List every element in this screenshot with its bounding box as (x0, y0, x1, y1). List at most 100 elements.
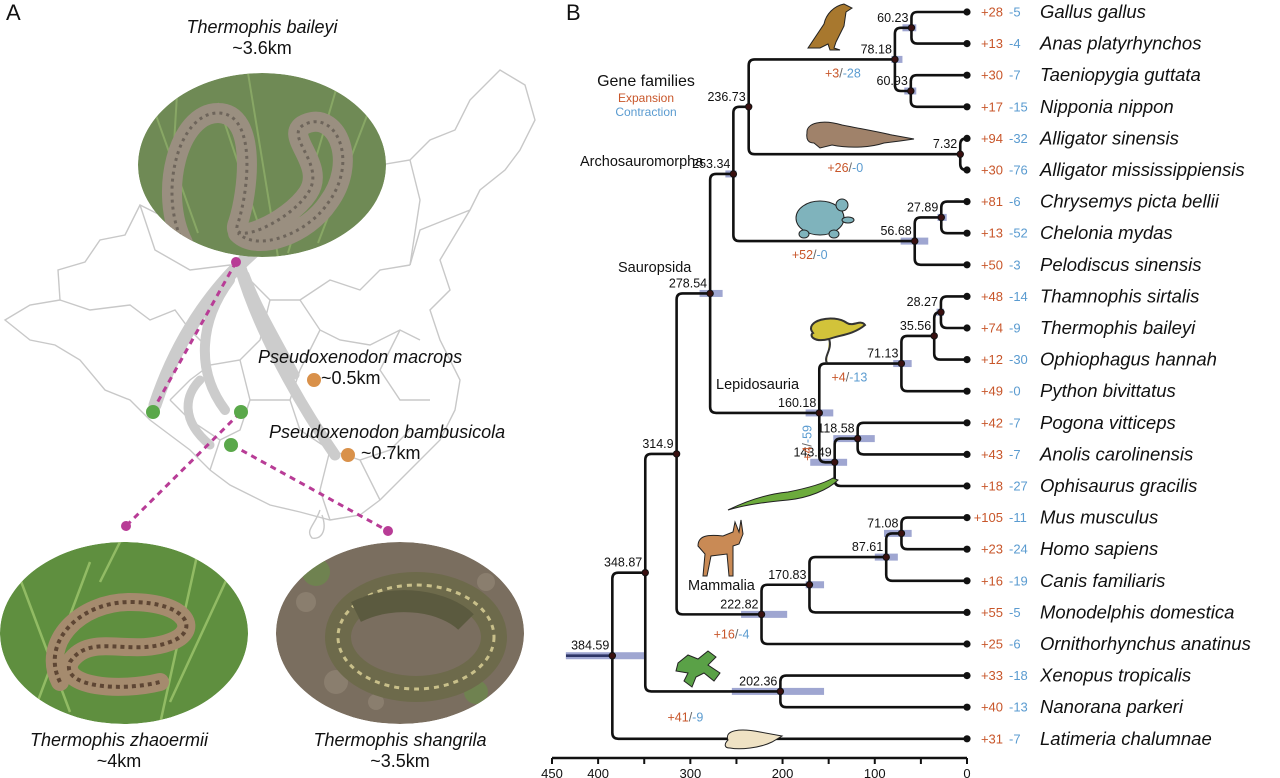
connector-end-dot (121, 521, 131, 531)
tree-node (930, 332, 938, 340)
tree-branch (856, 438, 967, 456)
tip-dot (963, 450, 971, 458)
tree-branch (643, 452, 677, 573)
tip-contraction: -5 (1009, 5, 1021, 20)
phylogenetic-tree: 60.2360.9378.187.32236.7327.8956.68253.3… (541, 1, 1251, 778)
tip-expansion: +43 (981, 447, 1003, 462)
deer-silhouette-icon (697, 519, 744, 577)
tip-species-name: Anas platyrhynchos (1039, 33, 1201, 54)
tip-expansion: +16 (981, 573, 1003, 588)
connector-lines (124, 261, 389, 533)
tree-node (641, 568, 649, 577)
gene-contraction-value: -0 (852, 161, 863, 175)
tree-node (853, 434, 862, 443)
tip-expansion: +50 (981, 257, 1003, 272)
gene-separator: / (800, 443, 814, 447)
tree-branch (909, 91, 967, 109)
node-age-label: 56.68 (880, 224, 911, 238)
gene-label-lizards: +4/-59 (800, 425, 814, 461)
gene-separator: / (846, 371, 850, 385)
tree-branch (611, 571, 646, 656)
panel-b: B Gene families Expansion Contraction (540, 0, 1280, 778)
tree-node (956, 150, 964, 158)
animal-silhouettes (675, 3, 915, 750)
tip-dot (963, 324, 971, 332)
lizard-silhouette-icon (727, 477, 839, 511)
tip-dot (963, 640, 971, 648)
tree-branch (939, 217, 967, 235)
node-age-label: 222.82 (720, 597, 758, 611)
migration-arrows (148, 241, 341, 461)
tip-contraction: -76 (1009, 163, 1028, 178)
node-age-label: 348.87 (604, 556, 642, 570)
locality-dot-zhaoermii (234, 405, 248, 419)
photo-thermophis-zhaoermii (0, 542, 248, 724)
node-age-label: 87.61 (852, 540, 883, 554)
tree-branch (675, 292, 711, 454)
gene-separator: / (735, 627, 739, 641)
node-age-label: 60.23 (877, 11, 908, 25)
tip-dot (963, 577, 971, 585)
tree-branch (732, 173, 915, 243)
tree-node (729, 170, 738, 178)
species-elevation: ~3.5km (370, 751, 430, 771)
tip-dot (963, 229, 971, 237)
tree-branch (939, 295, 967, 313)
gene-separator: / (849, 161, 853, 175)
tip-contraction: -19 (1009, 573, 1028, 588)
tip-contraction: -15 (1009, 99, 1028, 114)
tip-contraction: -6 (1009, 637, 1021, 652)
gene-expansion-value: +4 (800, 447, 814, 461)
tip-dot (963, 8, 971, 16)
tip-dot (963, 672, 971, 680)
tip-expansion: +105 (974, 510, 1003, 525)
tip-dot (963, 71, 971, 79)
tip-species-name: Thermophis baileyi (1040, 317, 1196, 338)
tip-species-name: Pelodiscus sinensis (1040, 254, 1201, 275)
tip-dot (963, 166, 971, 174)
node-age-label: 202.36 (739, 674, 777, 688)
tip-contraction: -14 (1009, 289, 1028, 304)
tip-contraction: -11 (1009, 510, 1027, 525)
tree-branch (939, 312, 967, 330)
tip-contraction: -32 (1009, 131, 1028, 146)
axis-tick-label: 200 (772, 766, 794, 778)
crocodile-silhouette-icon (806, 121, 915, 149)
legend: Gene families Expansion Contraction (590, 73, 702, 119)
species-name: Pseudoxenodon bambusicola (269, 422, 506, 442)
node-age-label: 28.27 (907, 295, 938, 309)
tip-expansion: +17 (981, 99, 1003, 114)
tip-expansion: +25 (981, 637, 1003, 652)
node-ci-bar (805, 581, 825, 589)
tip-expansion: +55 (981, 605, 1003, 620)
tree-branch (833, 462, 967, 488)
snake-silhouette-icon (810, 317, 867, 364)
locality-dot-baileyi (146, 405, 160, 419)
tip-contraction: -52 (1009, 226, 1028, 241)
tip-dot (963, 514, 971, 522)
tip-contraction: -6 (1009, 194, 1021, 209)
tree-branch (817, 412, 835, 464)
tip-contraction: -7 (1009, 447, 1021, 462)
tip-expansion: +74 (981, 321, 1003, 336)
tree-node (805, 581, 814, 589)
tip-expansion: +30 (981, 163, 1003, 178)
node-age-label: 7.32 (933, 137, 957, 151)
tip-contraction: -7 (1009, 731, 1021, 746)
gene-label-turtles: +52/-0 (792, 248, 828, 262)
tip-species-name: Monodelphis domestica (1040, 601, 1234, 622)
tree-node (672, 450, 681, 458)
tree-node (706, 289, 714, 298)
tip-dot (963, 40, 971, 48)
tip-expansion: +13 (981, 226, 1003, 241)
tip-expansion: +33 (981, 668, 1003, 683)
gene-expansion-value: +16 (714, 627, 735, 641)
tip-species-name: Python bivittatus (1040, 380, 1176, 401)
tree-branch (747, 106, 961, 156)
panel-a-letter: A (6, 0, 21, 25)
tip-expansion: +12 (981, 352, 1003, 367)
clade-label: Archosauromorpha (580, 154, 704, 170)
tree-branch (779, 674, 967, 692)
node-age-label: 78.18 (861, 42, 892, 56)
gene-label-frogs: +41/-9 (667, 710, 703, 724)
